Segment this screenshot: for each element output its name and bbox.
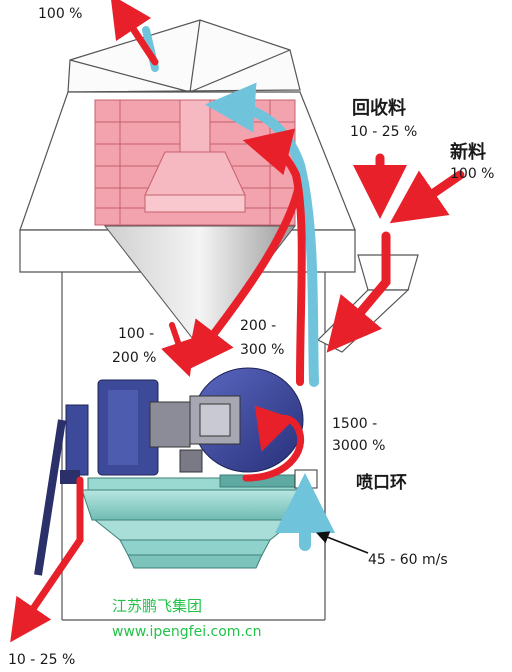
label-top-outlet: 100 % <box>38 6 82 22</box>
label-lift-flow-2: 300 % <box>240 342 284 358</box>
hydraulic-arm <box>34 404 89 576</box>
label-fresh-title: 新料 <box>450 141 486 163</box>
label-cone-flow-2: 200 % <box>112 350 156 366</box>
label-inner-circ-2: 3000 % <box>332 438 385 454</box>
grinding-table <box>81 469 318 569</box>
label-air-speed: 45 - 60 m/s <box>368 552 448 568</box>
label-recycled-pct: 10 - 25 % <box>350 124 417 140</box>
label-inner-circ-1: 1500 - <box>332 416 377 432</box>
label-reject-pct: 10 - 25 % <box>8 652 75 668</box>
label-lift-flow-1: 200 - <box>240 318 276 334</box>
material-flow <box>10 0 465 643</box>
nozzle-pointer-arrow <box>316 531 369 554</box>
watermark-website: www.ipengfei.com.cn <box>112 624 261 640</box>
label-fresh-pct: 100 % <box>450 166 494 182</box>
label-cone-flow-1: 100 - <box>118 326 154 342</box>
label-nozzle-ring: 喷口环 <box>356 473 407 493</box>
label-recycled-title: 回收料 <box>352 97 406 119</box>
watermark-company: 江苏鹏飞集团 <box>112 597 202 615</box>
